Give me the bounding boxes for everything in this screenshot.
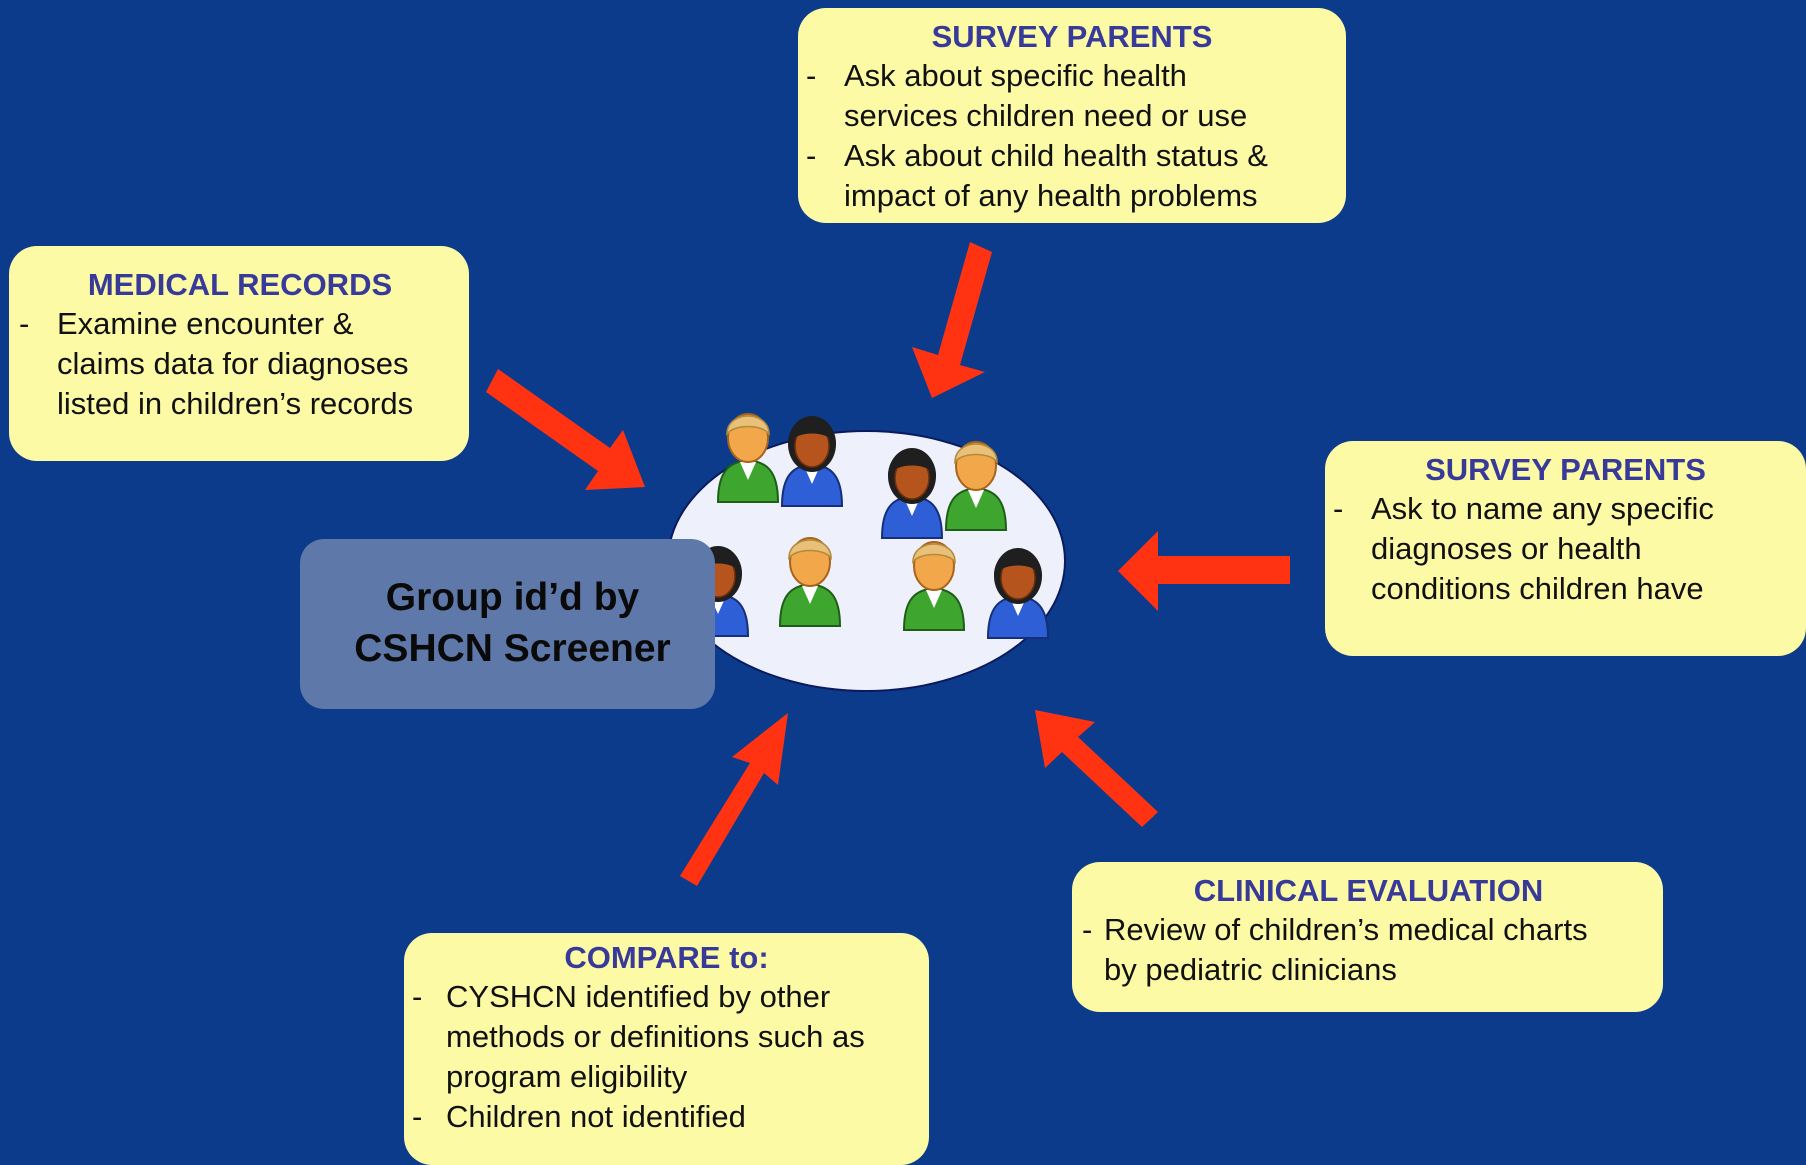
people-group-icon [687, 413, 1049, 639]
medical-records-title: MEDICAL RECORDS [87, 267, 393, 302]
list-item-text: Ask about specific health services child… [844, 58, 1248, 133]
list-item-text: Examine encounter & claims data for diag… [57, 306, 414, 421]
arrow-from-survey-parents-right [1118, 531, 1290, 611]
list-item-text: CYSHCN identified by other methods or de… [446, 979, 865, 1094]
survey-parents-right-title: SURVEY PARENTS [1425, 452, 1706, 487]
list-item-text: Children not identified [446, 1099, 746, 1134]
arrow-from-compare-to [680, 713, 788, 886]
survey-parents-right-box: SURVEY PARENTS - Ask to name any specifi… [1325, 441, 1806, 656]
bullet-dash: - [19, 306, 30, 341]
list-item: - Ask about child health status & impact… [806, 136, 1338, 216]
bullet-dash: - [412, 1099, 423, 1134]
list-item: - Children not identified [412, 1097, 921, 1137]
list-item-text: Review of children’s medical charts by p… [1104, 912, 1588, 987]
list-item-text: Ask to name any specific diagnoses or he… [1371, 491, 1714, 606]
list-item: - CYSHCN identified by other methods or … [412, 977, 921, 1097]
bullet-dash: - [412, 979, 423, 1014]
list-item: - Review of children’s medical charts by… [1082, 910, 1655, 990]
center-group-label: Group id’d by CSHCN Screener [300, 539, 715, 709]
clinical-evaluation-title: CLINICAL EVALUATION [1193, 873, 1544, 908]
bullet-dash: - [1082, 912, 1093, 947]
list-item: - Ask to name any specific diagnoses or … [1333, 489, 1798, 609]
arrow-from-survey-parents-top [912, 242, 992, 398]
medical-records-box: MEDICAL RECORDS - Examine encounter & cl… [9, 246, 469, 461]
arrow-from-clinical-evaluation [1035, 710, 1158, 827]
arrow-from-medical-records [486, 369, 645, 490]
survey-parents-top-title: SURVEY PARENTS [931, 19, 1213, 54]
list-item: - Examine encounter & claims data for di… [19, 304, 461, 424]
bullet-dash: - [806, 138, 817, 173]
compare-to-box: COMPARE to: - CYSHCN identified by other… [404, 933, 929, 1165]
survey-parents-top-box: SURVEY PARENTS - Ask about specific heal… [798, 8, 1346, 223]
list-item-text: Ask about child health status & impact o… [844, 138, 1268, 213]
list-item: - Ask about specific health services chi… [806, 56, 1338, 136]
bullet-dash: - [1333, 491, 1344, 526]
clinical-evaluation-box: CLINICAL EVALUATION - Review of children… [1072, 862, 1663, 1012]
compare-to-title: COMPARE to: [564, 940, 769, 975]
bullet-dash: - [806, 58, 817, 93]
